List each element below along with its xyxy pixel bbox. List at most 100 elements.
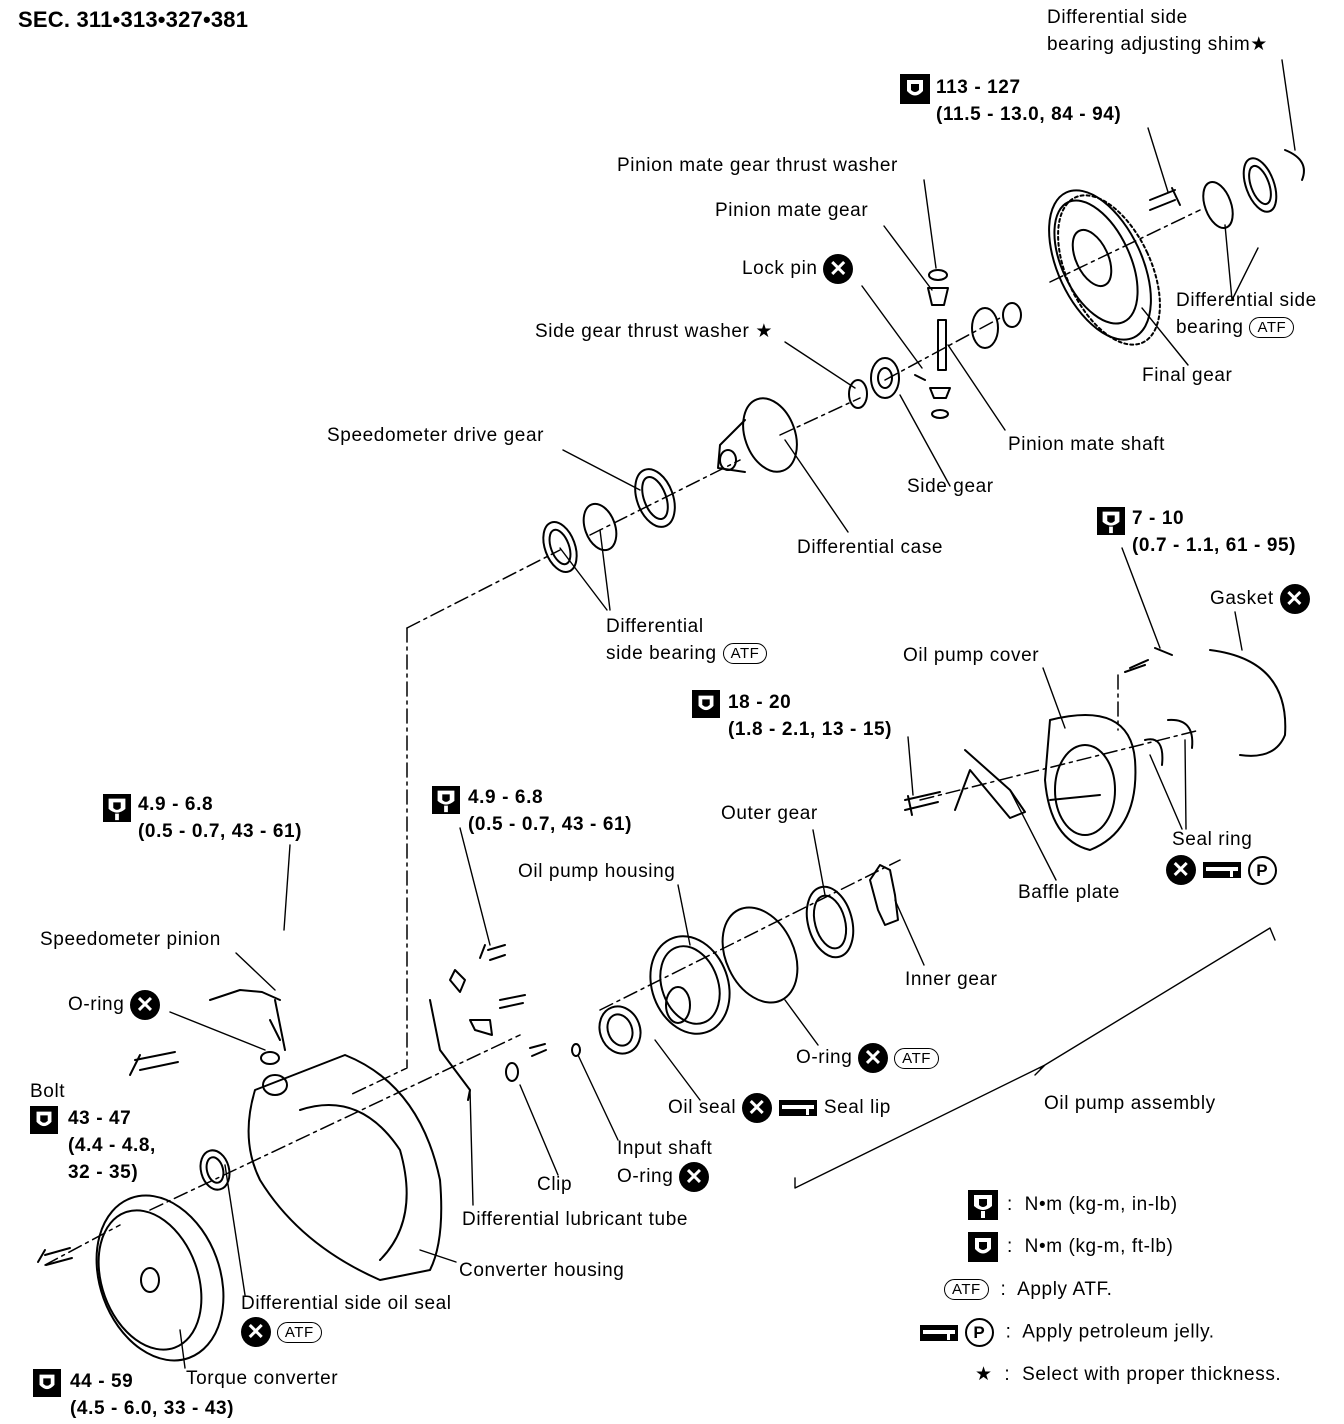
label-o-ring-pump: O-ring ✕ ATF [796, 1043, 939, 1073]
legend-row-jelly: P : Apply petroleum jelly. [919, 1318, 1215, 1347]
label-speedometer-drive-gear: Speedometer drive gear [327, 425, 545, 446]
replace-x-icon: ✕ [130, 990, 161, 1020]
speedometer-drive-gear-shape [634, 468, 676, 528]
replace-x-icon: ✕ [1166, 855, 1196, 885]
torque-speedo-pinion-line2: (0.5 - 0.7, 43 - 61) [138, 821, 303, 842]
replace-x-icon: ✕ [742, 1093, 773, 1123]
legend-row-atf: ATF : Apply ATF. [944, 1276, 1113, 1303]
label-diff-lubricant-tube: Differential lubricant tube [462, 1209, 689, 1230]
label-side-gear-thrust-washer: Side gear thrust washer ★ [535, 321, 773, 342]
label-inner-gear: Inner gear [905, 969, 998, 990]
torque-inlb-icon [103, 794, 131, 822]
legend-p-circle-icon: P [964, 1318, 994, 1347]
label-clip: Clip [537, 1174, 573, 1195]
label-speedometer-pinion: Speedometer pinion [40, 929, 221, 950]
label-diff-side-shim-line1: Differential side [1047, 7, 1188, 28]
torque-speedo-pinion-line1: 4.9 - 6.8 [138, 794, 214, 815]
torque-bolt-line3: 32 - 35) [68, 1162, 139, 1183]
torque-lube-tube-line2: (0.5 - 0.7, 43 - 61) [468, 814, 633, 835]
label-pinion-mate-shaft: Pinion mate shaft [1008, 434, 1166, 455]
torque-converter-bolt-line2: (4.5 - 6.0, 33 - 43) [70, 1398, 235, 1419]
torque-baffle-line1: 18 - 20 [728, 692, 792, 713]
assembly-axis-lines [44, 209, 1201, 1266]
label-o-ring-left: O-ring ✕ [68, 990, 161, 1020]
label-input-shaft-line1: Input shaft [617, 1138, 713, 1159]
label-diff-side-bearing-left-line2: side bearing ATF [606, 640, 768, 667]
label-converter-housing: Converter housing [459, 1260, 625, 1281]
torque-baffle-line2: (1.8 - 2.1, 13 - 15) [728, 719, 893, 740]
oil-pump-internals [571, 864, 899, 1057]
legend-row-star: ★ : Select with proper thickness. [975, 1364, 1282, 1385]
label-final-gear: Final gear [1142, 365, 1233, 386]
label-gasket: Gasket ✕ [1210, 584, 1310, 614]
torque-inlb-icon [1097, 507, 1125, 535]
legend-torque-ftlb-icon [968, 1232, 998, 1262]
atf-icon: ATF [1249, 317, 1295, 339]
legend-row-ftlb: : N•m (kg-m, ft-lb) [1007, 1236, 1174, 1257]
side-gear-shapes [848, 357, 900, 409]
replace-x-icon: ✕ [823, 254, 854, 284]
section-title: SEC. 311•313•327•381 [18, 7, 249, 32]
torque-ftlb-icon [900, 74, 930, 104]
oil-pump-cover-group [904, 647, 1287, 851]
torque-bolt-line2: (4.4 - 4.8, [68, 1135, 156, 1156]
torque-bolt-line1: 43 - 47 [68, 1108, 132, 1129]
leader-lines [169, 59, 1296, 1369]
label-pinion-mate-gear: Pinion mate gear [715, 200, 869, 221]
differential-case-shape [717, 397, 798, 473]
torque-inlb-icon [432, 786, 460, 814]
diff-side-oil-seal-symbols: ✕ ATF [241, 1317, 322, 1347]
replace-x-icon: ✕ [679, 1162, 710, 1192]
label-input-shaft-line2: O-ring ✕ [617, 1162, 710, 1192]
torque-ftlb-icon [33, 1369, 61, 1397]
torque-pump-cover-line1: 7 - 10 [1132, 508, 1185, 529]
label-side-gear: Side gear [907, 476, 994, 497]
label-diff-side-shim-line2: bearing adjusting shim★ [1047, 34, 1268, 55]
torque-pump-cover-line2: (0.7 - 1.1, 61 - 95) [1132, 535, 1297, 556]
replace-x-icon: ✕ [1279, 584, 1310, 614]
label-oil-seal: Oil seal ✕ Seal lip [668, 1093, 891, 1123]
legend-torque-inlb-icon [968, 1190, 998, 1220]
seal-ring-symbols: ✕ P [1166, 855, 1277, 885]
final-gear-shape [1048, 189, 1161, 346]
label-diff-side-oil-seal: Differential side oil seal [241, 1293, 452, 1314]
label-baffle-plate: Baffle plate [1018, 882, 1120, 903]
torque-final-gear-line2: (11.5 - 13.0, 84 - 94) [936, 104, 1122, 125]
pinion-mate-parts [914, 269, 1022, 419]
replace-x-icon: ✕ [241, 1317, 271, 1347]
small-fasteners [429, 944, 547, 1101]
torque-final-gear-line1: 113 - 127 [936, 77, 1021, 98]
label-diff-side-bearing-left-line1: Differential [606, 616, 704, 637]
converter-housing-shape [129, 989, 443, 1281]
label-differential-case: Differential case [797, 537, 944, 558]
petroleum-jelly-icon [778, 1100, 817, 1116]
torque-ftlb-icon [30, 1106, 58, 1134]
label-diff-side-bearing-upper-line2: bearing ATF [1176, 314, 1295, 341]
torque-lube-tube-line1: 4.9 - 6.8 [468, 787, 544, 808]
atf-icon: ATF [722, 643, 768, 665]
atf-icon: ATF [894, 1047, 939, 1069]
replace-x-icon: ✕ [858, 1043, 889, 1073]
label-oil-pump-cover: Oil pump cover [903, 645, 1040, 666]
label-torque-converter: Torque converter [186, 1368, 339, 1389]
label-seal-ring: Seal ring [1172, 829, 1253, 850]
torque-ftlb-icon [692, 690, 720, 718]
label-pinion-mate-thrust-washer: Pinion mate gear thrust washer [617, 155, 898, 176]
torque-converter-bolt-line1: 44 - 59 [70, 1371, 134, 1392]
label-bolt: Bolt [30, 1081, 66, 1102]
label-oil-pump-assembly: Oil pump assembly [1044, 1093, 1216, 1114]
lower-bearing-shapes [542, 502, 618, 573]
label-lock-pin: Lock pin ✕ [742, 254, 854, 284]
label-oil-pump-housing: Oil pump housing [518, 861, 676, 882]
petroleum-jelly-icon [1202, 862, 1241, 878]
torque-converter-group [37, 1149, 231, 1362]
label-diff-side-bearing-upper-line1: Differential side [1176, 290, 1317, 311]
legend-atf-icon: ATF [944, 1279, 989, 1301]
legend-petroleum-jelly-icon [920, 1324, 958, 1341]
legend-row-inlb: : N•m (kg-m, in-lb) [1007, 1194, 1178, 1215]
p-circle-icon: P [1247, 855, 1277, 885]
upper-bearing-shapes [1149, 149, 1305, 229]
atf-icon: ATF [276, 1321, 322, 1343]
